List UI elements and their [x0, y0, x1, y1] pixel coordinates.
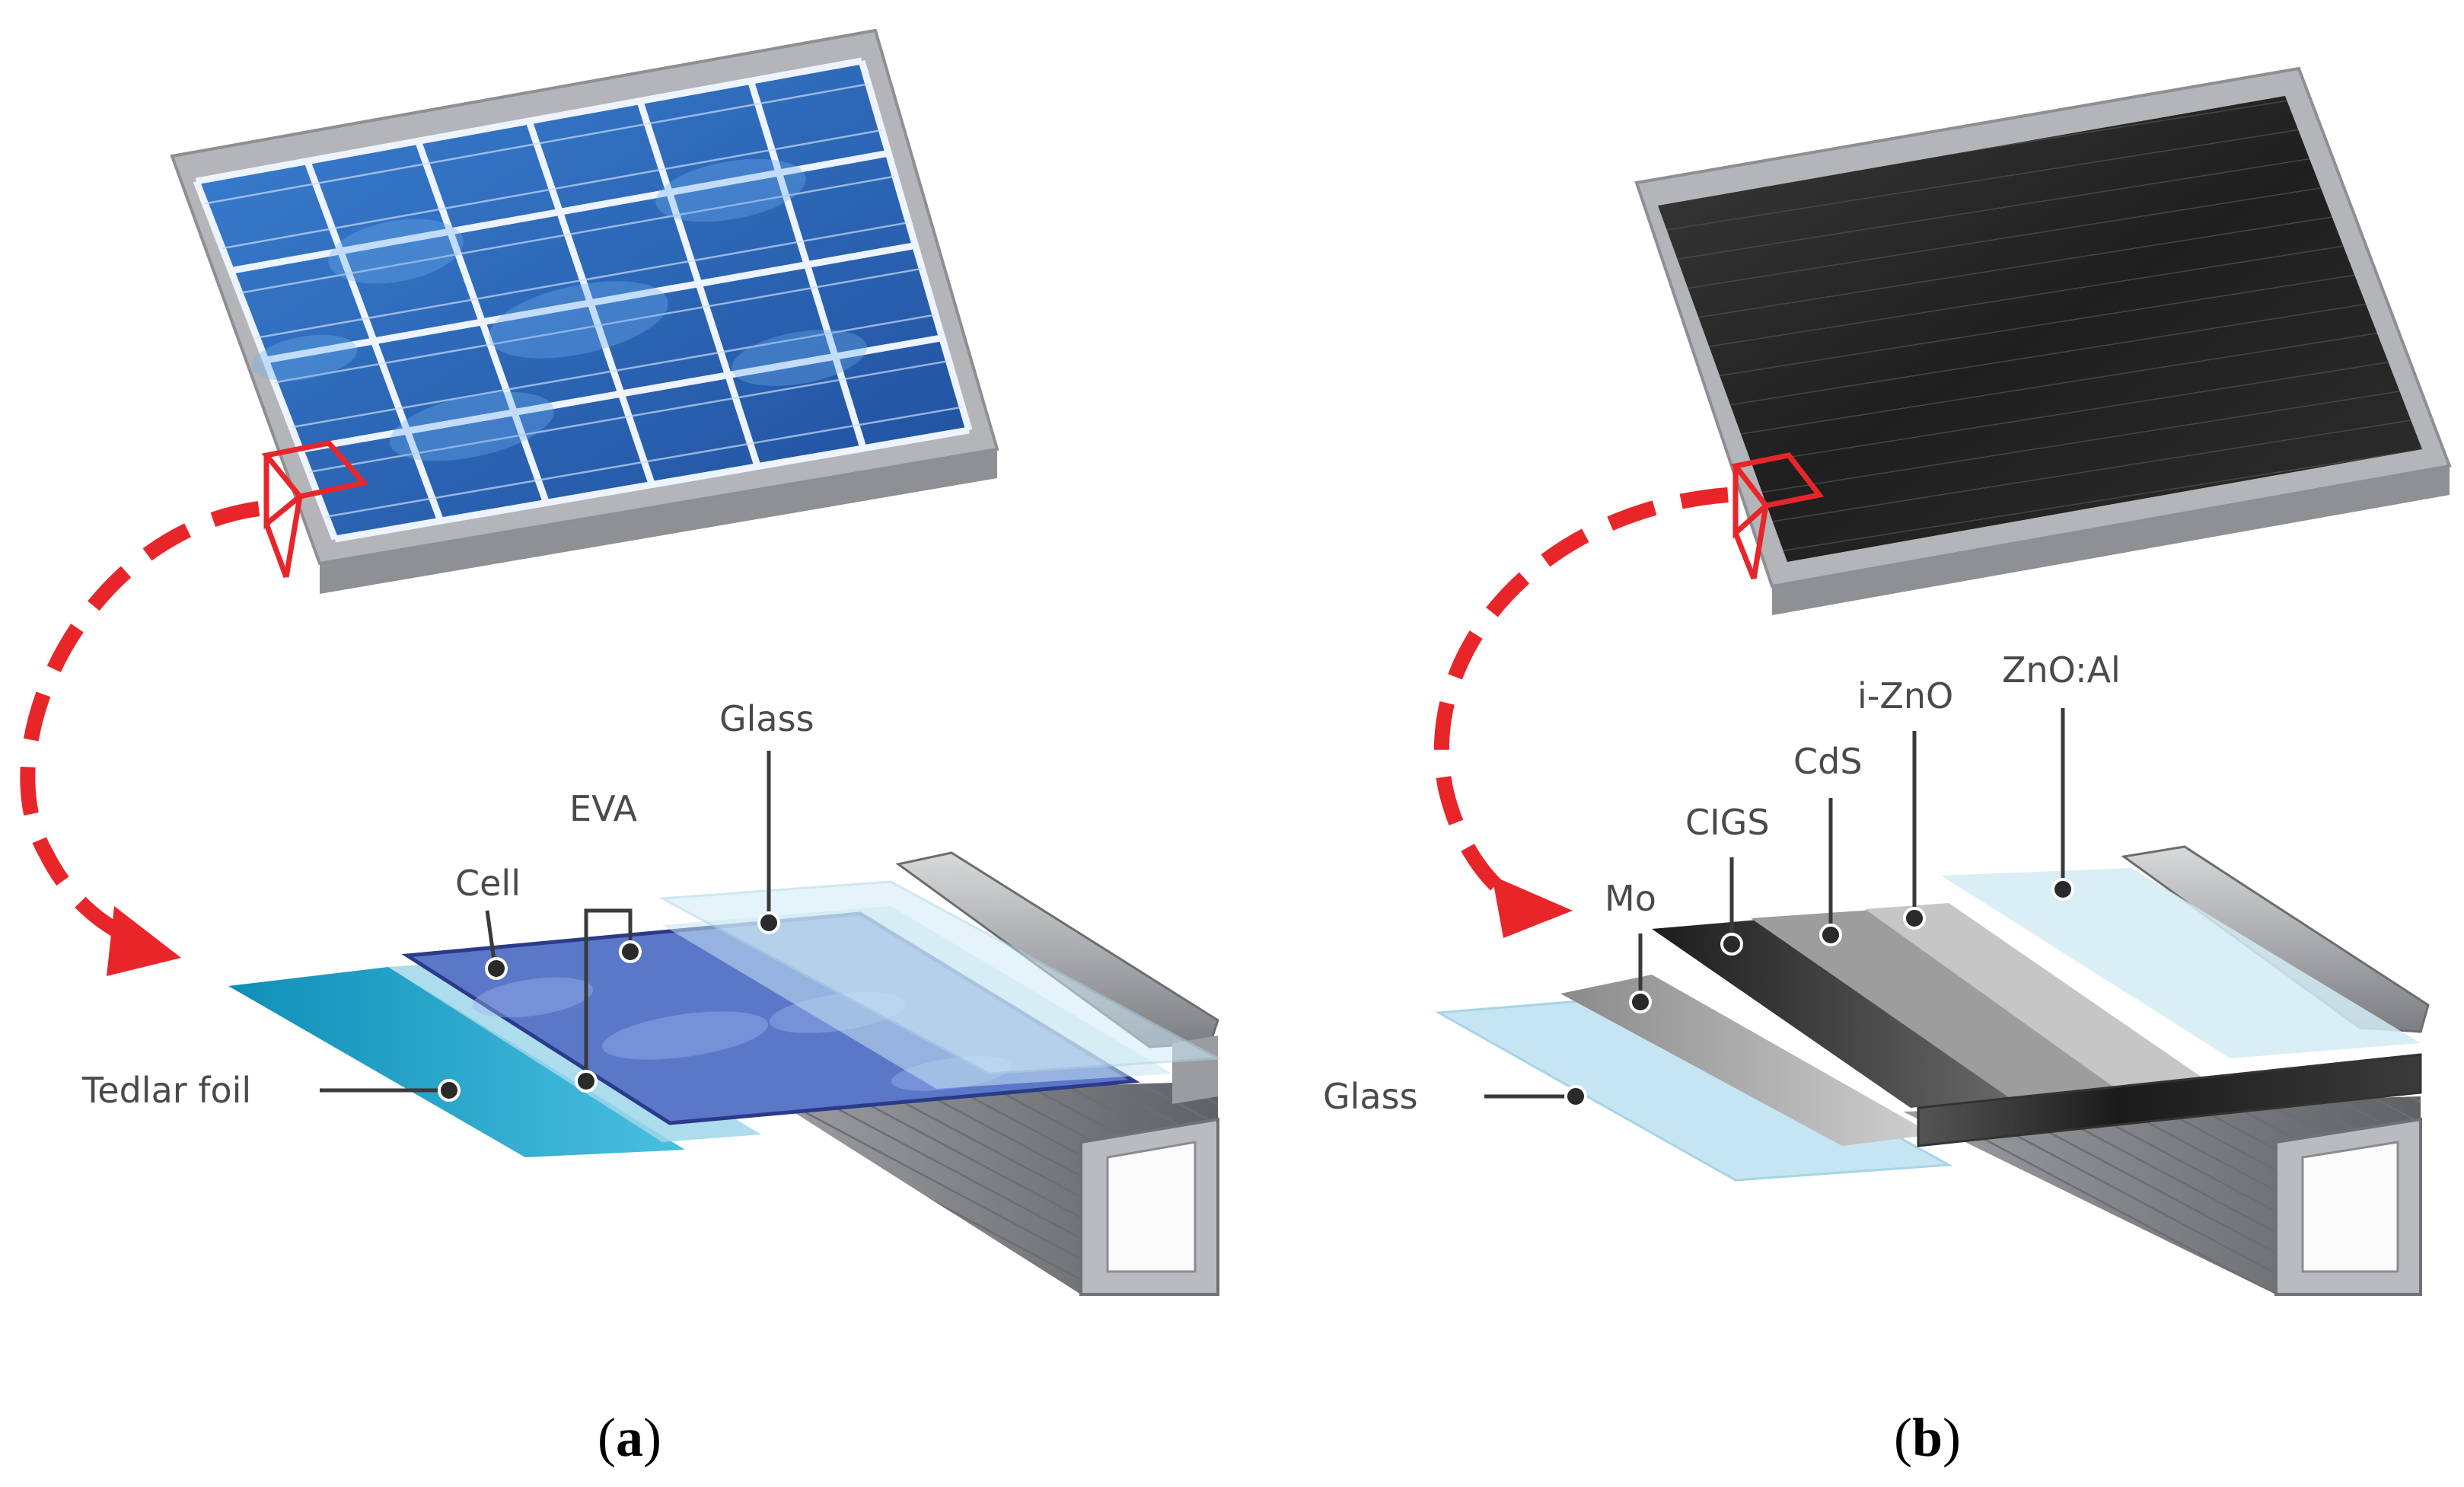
module-cells-area	[196, 61, 969, 539]
mo-layer	[1560, 975, 1933, 1146]
cell-busbar	[291, 314, 936, 429]
cell-busbar	[222, 129, 882, 250]
zoom-marker	[261, 440, 369, 579]
label-glass: Glass	[719, 698, 814, 739]
cell-gap-horizontal	[265, 242, 916, 364]
label-i-zno: i-ZnO	[1857, 675, 1953, 716]
blue-texture	[251, 158, 867, 461]
arrow-head	[107, 906, 181, 976]
label-cds: CdS	[1793, 741, 1863, 782]
cigs-layer	[1652, 920, 2017, 1108]
tf-frame-box-inner	[2301, 1141, 2399, 1273]
cell-busbar	[308, 359, 949, 474]
zoom-arrow	[20, 501, 260, 953]
zno-al-layer	[1941, 868, 2421, 1058]
label-zno-al: ZnO:Al	[2002, 649, 2121, 691]
cell-gap-horizontal	[299, 334, 943, 453]
cigs-front-edge	[1917, 1053, 2422, 1147]
tf-arrow-head	[1492, 876, 1573, 938]
silicon-cross-section	[228, 851, 1222, 1296]
leaders-a	[320, 751, 771, 1093]
panel-b: ZnO:Al i-ZnO CdS CIGS Mo Glass (b)	[1323, 66, 2452, 1468]
thin-film-module	[1634, 66, 2452, 615]
frame-box-inner	[1106, 1141, 1197, 1273]
leader-dots-a	[438, 911, 780, 1102]
panel-a: Glass EVA Cell Tedlar foil (a)	[20, 28, 1222, 1468]
tf-frame-side	[1772, 466, 2450, 615]
cell-busbar	[326, 406, 963, 518]
cds-layer	[1751, 910, 2124, 1098]
label-cigs: CIGS	[1685, 802, 1770, 843]
label-tedlar-foil: Tedlar foil	[81, 1070, 251, 1111]
glass-layer	[658, 880, 1222, 1075]
label-eva: EVA	[569, 788, 638, 829]
tf-stripes	[1658, 96, 2422, 562]
tf-zoom-arrow	[1433, 487, 1729, 917]
cell-grid	[193, 57, 973, 543]
cigs-cross-section	[1435, 845, 2430, 1296]
label-mo: Mo	[1605, 878, 1656, 919]
module-frame-side	[320, 449, 997, 594]
silicon-module	[170, 28, 999, 594]
cell-busbar	[239, 175, 896, 295]
label-tf-glass: Glass	[1323, 1076, 1418, 1117]
i-zno-layer	[1865, 903, 2207, 1089]
cell-gap-horizontal	[196, 57, 862, 185]
cell-busbar	[257, 221, 909, 339]
cell-gap-horizontal	[334, 426, 970, 543]
tf-zoom-marker	[1730, 452, 1825, 580]
cell-busbar	[274, 267, 923, 384]
label-cell: Cell	[455, 863, 521, 904]
leader-dots-b	[1564, 878, 2074, 1108]
cell-leader	[485, 910, 497, 966]
caption-a: (a)	[598, 1407, 661, 1468]
leaders-b	[1484, 708, 2065, 1099]
cell-busbar	[205, 83, 869, 205]
cell-gap-horizontal	[230, 149, 890, 274]
eva-leader-bracket	[584, 908, 633, 924]
caption-b: (b)	[1894, 1407, 1961, 1468]
tedlar-foil-layer	[228, 967, 685, 1157]
